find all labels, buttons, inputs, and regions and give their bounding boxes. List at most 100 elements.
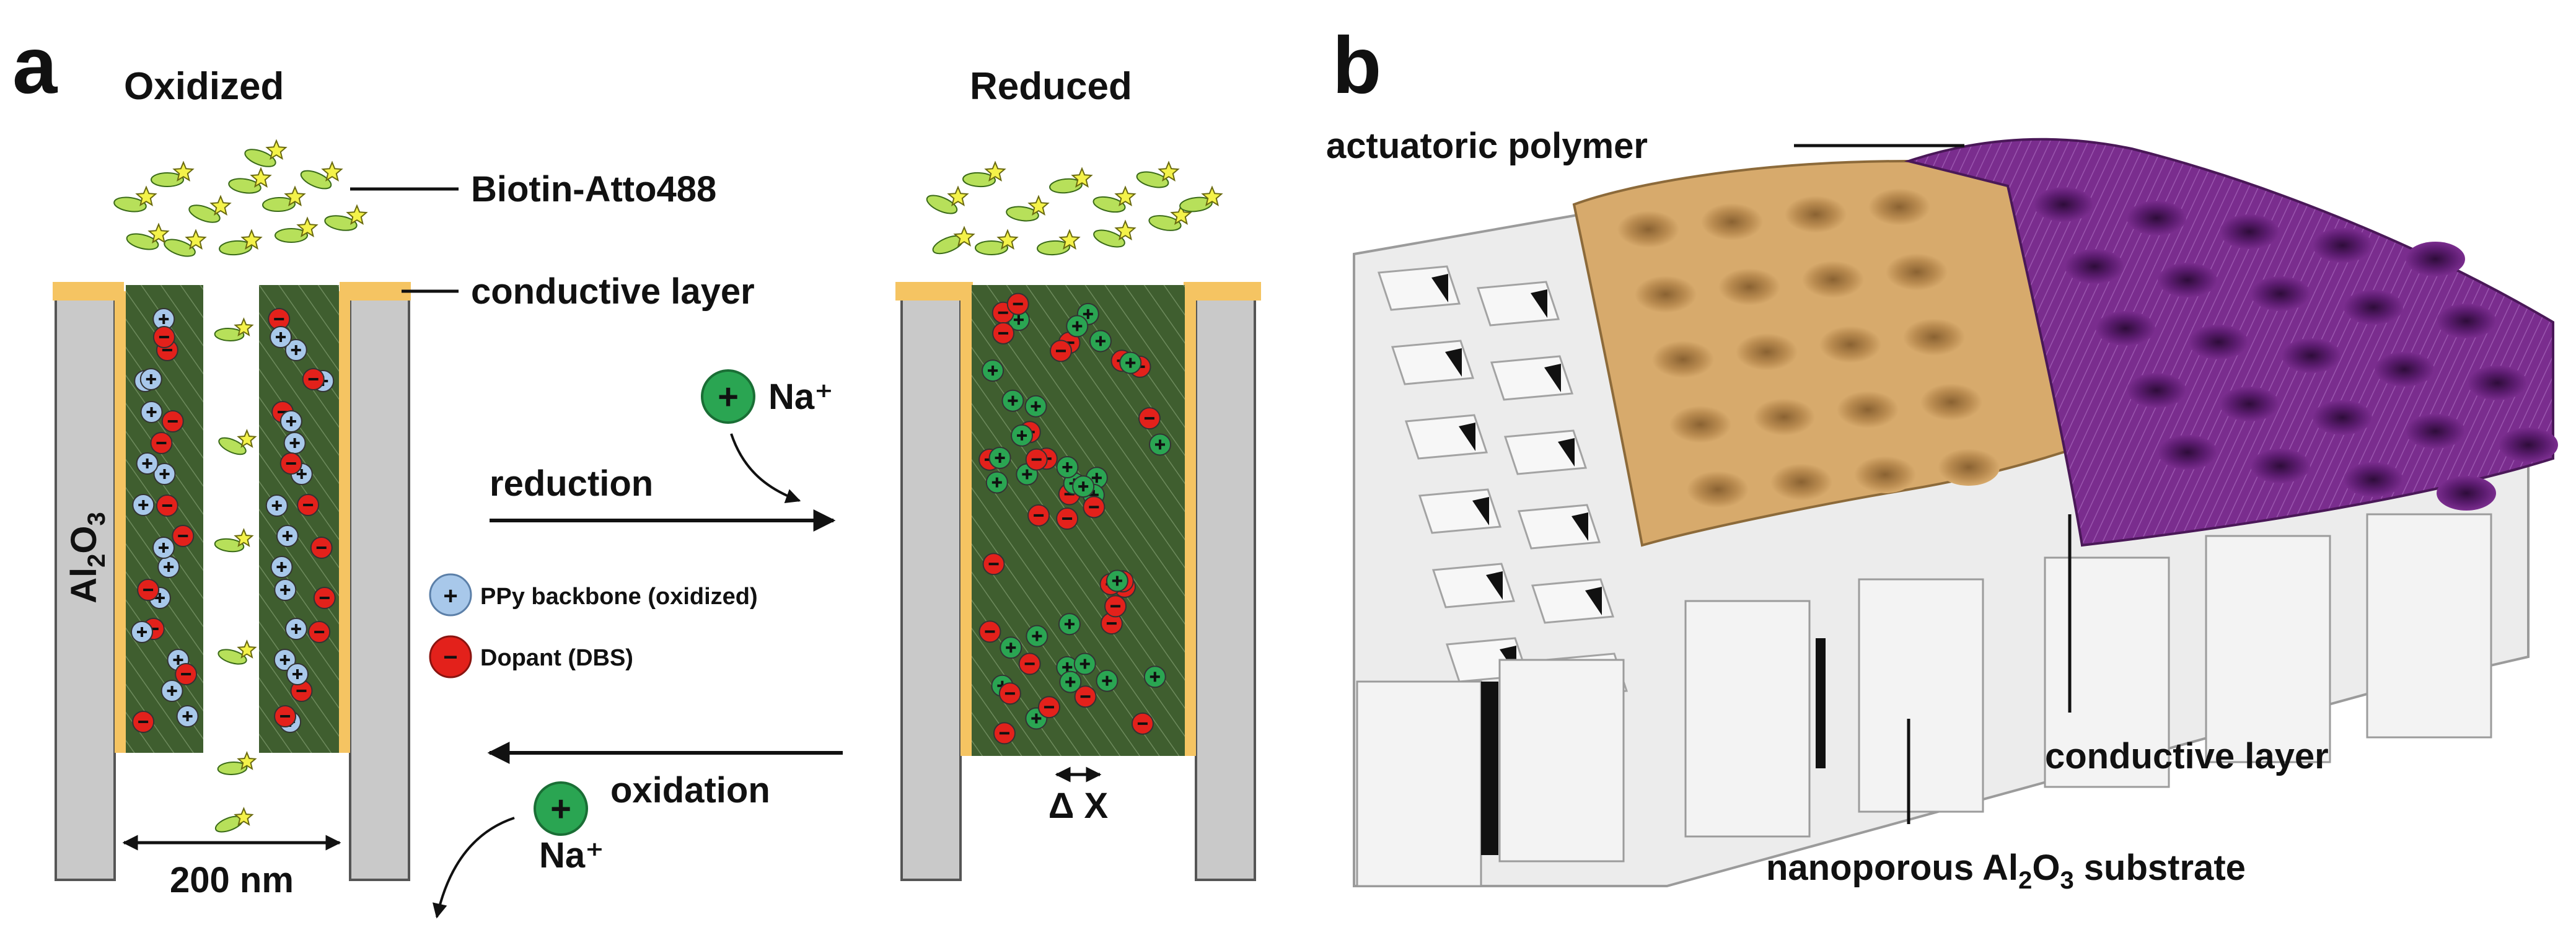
biotin-atto488 [219,229,263,256]
dopant-ion [982,553,1005,576]
alumina-pillar [1356,680,1482,887]
dopant-ion [1131,712,1154,735]
alumina-pillar [2044,556,2170,788]
alumina-wall-right [349,290,410,881]
dopant-ion [152,326,175,348]
alumina-pillar [1858,578,1984,813]
dopant-ion [978,620,1001,643]
biotin-atto488 [1136,160,1180,188]
oxidized-title: Oxidized [124,65,284,108]
ppy-charge [279,410,302,432]
alumina-wall-right-reduced [1195,290,1256,881]
ppy-charge [132,494,155,516]
pore-shadow [1558,438,1575,467]
ppy-charge [152,537,175,559]
na-ion [1089,330,1112,353]
dopant-ion [993,722,1016,745]
purple-pore-dimple [2127,373,2186,408]
na-ion-top [701,369,755,424]
biotin-atto488 [300,160,343,190]
biotin-body [1049,178,1083,194]
biotin-atto488 [228,167,272,194]
biotin-body [962,172,996,188]
gold-top-left [53,282,124,301]
biotin-body [300,170,332,190]
gold-pore-dimple [1770,463,1832,501]
ppy-charge [274,579,297,601]
substrate-label: nanoporous Al2O3 substrate [1766,848,2246,894]
dopant-ion [1037,696,1060,719]
na-ion-bottom [534,781,588,836]
reduction-label: reduction [490,463,653,504]
atto488-star [237,751,257,770]
na-ion [1000,636,1022,659]
na-ion [1073,652,1096,675]
atto488-star [1170,204,1192,226]
dopant-ion [1027,504,1050,527]
legend-dopant-icon [429,635,472,678]
atto488-star [284,185,306,207]
biotin-atto488 [926,185,969,214]
atto488-star [947,185,969,207]
biotin-atto488 [275,216,319,244]
biotin-atto488 [962,160,1006,188]
gold-pore-dimple [1854,456,1916,493]
atto488-star [209,195,232,216]
ppy-charge [176,705,199,727]
gold-dimples [1617,188,2000,508]
atto488-star [1114,219,1136,241]
biotin-body [975,240,1008,256]
atto488-star [1058,229,1081,250]
na-ion [1058,613,1081,636]
dopant-ion [1018,652,1041,675]
atto488-star [1114,185,1136,207]
alumina-wall-left [55,290,116,881]
na-ion [988,446,1011,469]
dopant-ion [268,308,291,330]
ppy-charge [160,680,183,702]
biotin-body [113,196,147,213]
gold-pore-dimple [1718,268,1780,305]
purple-pore-dimple [2251,449,2310,483]
atto488-star [996,229,1019,250]
gold-pore-dimple [1736,333,1798,371]
gold-pore-dimple [1886,253,1948,291]
atto488-star [237,639,257,659]
pore-shadow [1445,348,1462,377]
na-ion [1011,424,1034,447]
gold-pore-dimple [1903,318,1965,356]
pore-shadow [1544,364,1561,392]
ppy-charge [139,368,162,390]
biotin-body [228,178,262,194]
biotin-molecules-reduced [926,160,1223,256]
na-in-arrow [730,433,801,503]
dopant-ion [137,579,160,601]
na-ion [1072,475,1095,498]
na-out-arrow [432,817,515,919]
biotin-body [1136,171,1169,188]
atto488-star [1201,185,1223,207]
na-ion [1143,665,1166,688]
biotin-body [926,195,958,214]
purple-pore-dimple [2065,249,2124,284]
purple-pore-dimple [2468,366,2527,400]
na-ion [1024,395,1047,418]
alumina-pillar [2366,513,2492,739]
dopant-ion [313,587,336,609]
biotin-body [214,328,245,341]
biotin-atto488 [1148,204,1192,231]
alumina-pillar [2205,535,2331,763]
biotin-atto488 [217,751,257,775]
na-ion [982,359,1004,382]
legend-ppy-label: PPy backbone (oxidized) [480,584,758,610]
atto488-star [234,807,254,826]
dopant-ion [1104,595,1127,618]
purple-pore-dimple [2282,338,2341,373]
pore-shadow [1531,289,1547,318]
alumina-pillars [1356,513,2492,887]
biotin-body [1037,240,1070,256]
atto488-star [234,528,254,547]
biotin-atto488 [1093,219,1136,248]
pillar-shadow [1481,682,1498,855]
